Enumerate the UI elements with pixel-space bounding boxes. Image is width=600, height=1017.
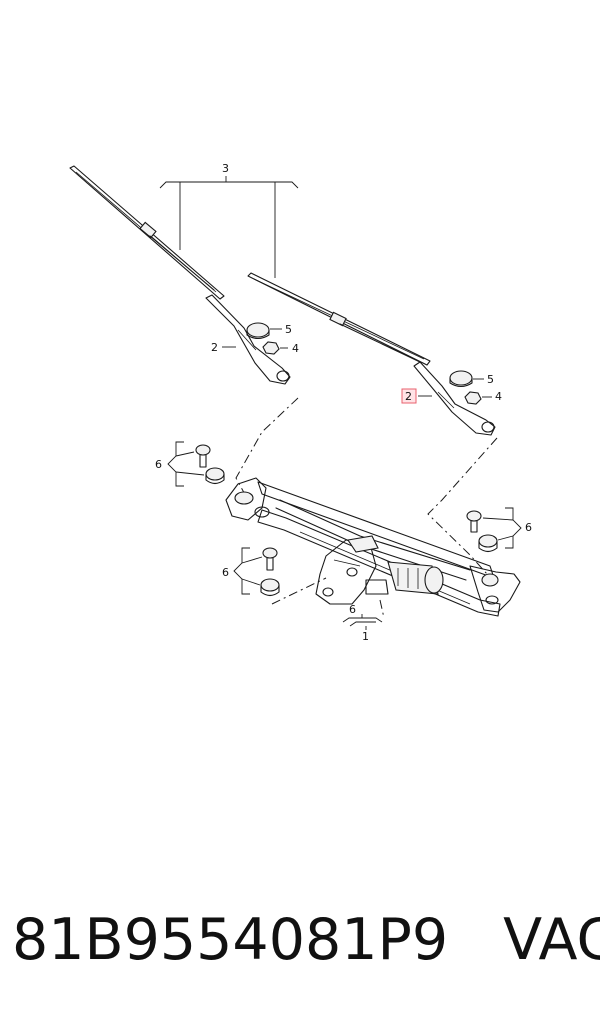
- callout-6-bottom: 6: [349, 603, 356, 616]
- callout-2-right: 2: [405, 390, 412, 403]
- alignment-line-left: [235, 397, 299, 501]
- left-cap-5: [246, 322, 270, 340]
- callout-1: 1: [362, 630, 369, 643]
- callout-6-upper-left: 6: [155, 458, 162, 471]
- callout-6-lower-left: 6: [222, 566, 229, 579]
- left-wiper-arm: [205, 294, 291, 385]
- bracket-3: [159, 176, 299, 278]
- right-wiper-arm: [413, 361, 496, 436]
- fastener-6-upper-left: [195, 444, 225, 485]
- fastener-6-right: [466, 510, 498, 553]
- wiper-linkage-frame: [225, 477, 521, 617]
- caption: 81B9554081P9 VAG: [12, 895, 600, 985]
- wiper-assembly-diagram: 3 5 4 2: [69, 162, 532, 643]
- part-number: 81B9554081P9: [12, 907, 449, 973]
- alignment-line-right: [427, 437, 498, 575]
- left-nut-4: [262, 341, 280, 355]
- right-nut-4: [464, 391, 482, 405]
- callout-6-right: 6: [525, 521, 532, 534]
- callout-2-left: 2: [211, 341, 218, 354]
- bracket-1: [349, 621, 376, 630]
- brand-name: VAG: [503, 907, 600, 973]
- callout-5-right: 5: [487, 373, 494, 386]
- right-wiper-blade: [247, 272, 431, 366]
- callout-4-right: 4: [495, 390, 502, 403]
- right-cap-5: [449, 370, 473, 388]
- callout-5-left: 5: [285, 323, 292, 336]
- left-wiper-blade: [69, 165, 225, 300]
- fastener-6-lower-left: [260, 547, 280, 597]
- highlight-box: [401, 388, 417, 404]
- callout-3: 3: [222, 162, 229, 175]
- alignment-line-bottom: [379, 599, 385, 619]
- callout-4-left: 4: [292, 342, 299, 355]
